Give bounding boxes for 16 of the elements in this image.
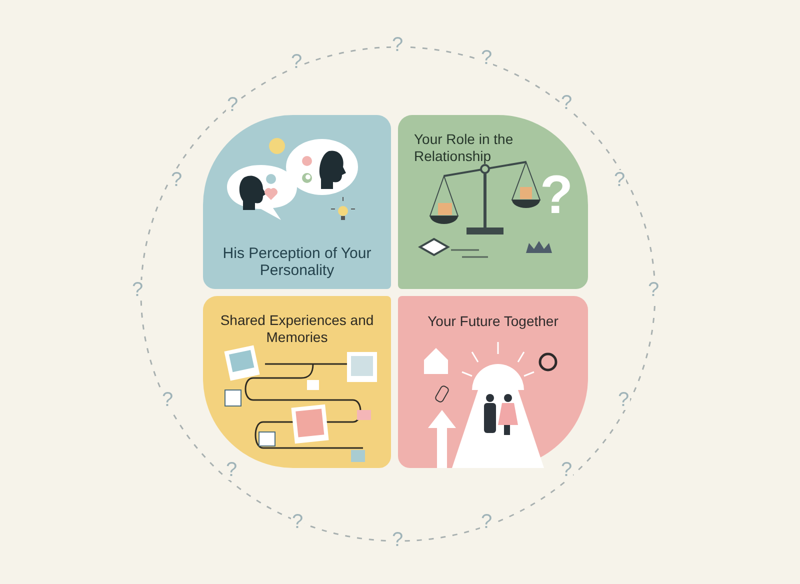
- question-mark: ?: [480, 512, 494, 532]
- question-mark: ?: [560, 460, 574, 480]
- question-mark: ?: [225, 460, 238, 480]
- panel-heading: His Perception of Your Personality: [222, 245, 372, 279]
- question-mark: ?: [560, 93, 574, 113]
- panel-heading: Shared Experiences and Memories: [219, 312, 375, 346]
- question-mark: ?: [540, 168, 573, 222]
- question-mark: ?: [647, 280, 660, 300]
- question-mark: ?: [161, 390, 174, 410]
- question-mark: ?: [480, 48, 494, 68]
- question-mark: ?: [290, 52, 304, 72]
- panel-heading: Your Role in the Relationship: [414, 131, 514, 165]
- panel-heading: Your Future Together: [426, 313, 560, 330]
- question-mark: ?: [617, 390, 630, 410]
- quadrant-panel: [203, 115, 391, 289]
- quadrant-panel: [398, 115, 588, 289]
